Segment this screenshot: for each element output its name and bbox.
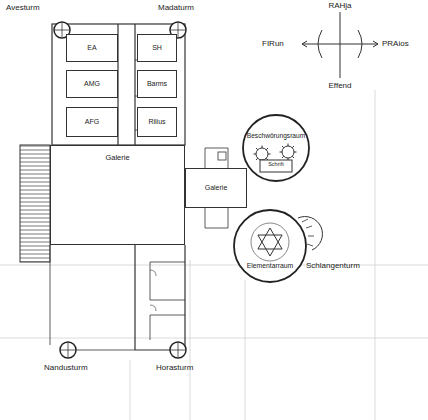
tower-label: Horasturm [156,364,193,373]
round-room: Elementarraum [233,209,307,283]
room-box: SH [137,34,177,62]
tower-label: Schrift [268,161,284,167]
tower-label: Nandusturm [44,364,88,373]
tower-outline [233,209,307,283]
room-name: Elementarraum [247,262,293,269]
compass-label: Effend [329,82,352,91]
compass-label: RAHja [328,2,351,11]
round-room: Beschwörungsraum [242,114,310,182]
room-name: Beschwörungsraum [247,132,305,139]
room-name: Galerie [205,184,228,192]
compass-label: PRAios [382,40,409,49]
room-box: Galerie [185,168,247,208]
compass-label: FIRun [262,40,284,49]
room-name: SH [152,44,162,52]
tower-label: Madaturm [158,4,194,13]
tower-label: Schlangenturm [306,262,360,271]
room-name: Rilius [148,118,165,126]
room-box: EA [66,34,118,62]
tower-outline [242,114,310,182]
room-box: Galerie [50,145,185,245]
room-name: EA [87,44,96,52]
room-name: Barms [147,80,167,88]
room-box: AFG [66,107,118,137]
room-name: Galerie [105,154,129,162]
room-name: AMG [84,80,100,88]
tower-label: Avesturm [6,4,40,13]
room-box: AMG [66,70,118,98]
room-box: Rilius [137,107,177,137]
room-name: AFG [85,118,99,126]
room-box: Barms [137,70,177,98]
